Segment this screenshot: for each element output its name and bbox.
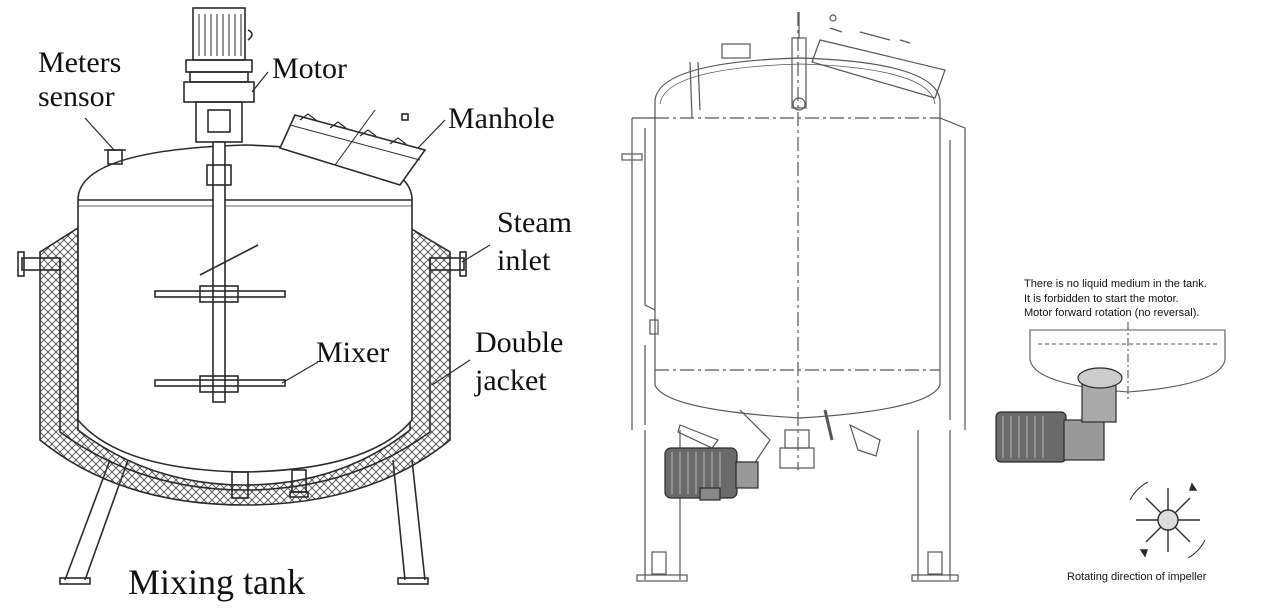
manhole-drawing	[278, 109, 427, 186]
label-meters-sensor-1: Meters	[38, 46, 121, 79]
label-double-jacket-2: jacket	[474, 364, 547, 397]
mixer-shaft	[154, 141, 286, 403]
left-tank-drawing	[17, 7, 491, 585]
right-manhole	[811, 14, 946, 99]
label-manhole: Manhole	[448, 102, 555, 135]
impeller-caption: Rotating direction of impeller	[1067, 571, 1207, 583]
bottom-motor-drawing	[664, 447, 759, 501]
label-mixer: Mixer	[316, 336, 389, 369]
label-double-jacket-1: Double	[475, 326, 563, 359]
steam-inlet-nozzles	[17, 251, 467, 277]
tank-section-detail	[1029, 322, 1226, 400]
label-motor: Motor	[272, 52, 347, 85]
warning-line-1: There is no liquid medium in the tank.	[1024, 278, 1207, 290]
motor-drawing	[183, 7, 255, 143]
label-steam-inlet-2: inlet	[497, 244, 551, 277]
warning-line-2: It is forbidden to start the motor.	[1024, 293, 1179, 305]
title-mixing-tank: Mixing tank	[128, 562, 305, 602]
warning-line-3: Motor forward rotation (no reversal).	[1024, 307, 1199, 319]
side-motor-drawing	[995, 367, 1123, 463]
meters-sensor	[104, 149, 126, 165]
label-meters-sensor-2: sensor	[38, 80, 115, 113]
impeller-diagram	[1129, 481, 1206, 559]
leader-lines	[84, 71, 491, 386]
double-jacket	[39, 226, 451, 506]
tank-shell	[77, 144, 413, 473]
label-steam-inlet-1: Steam	[497, 206, 572, 239]
